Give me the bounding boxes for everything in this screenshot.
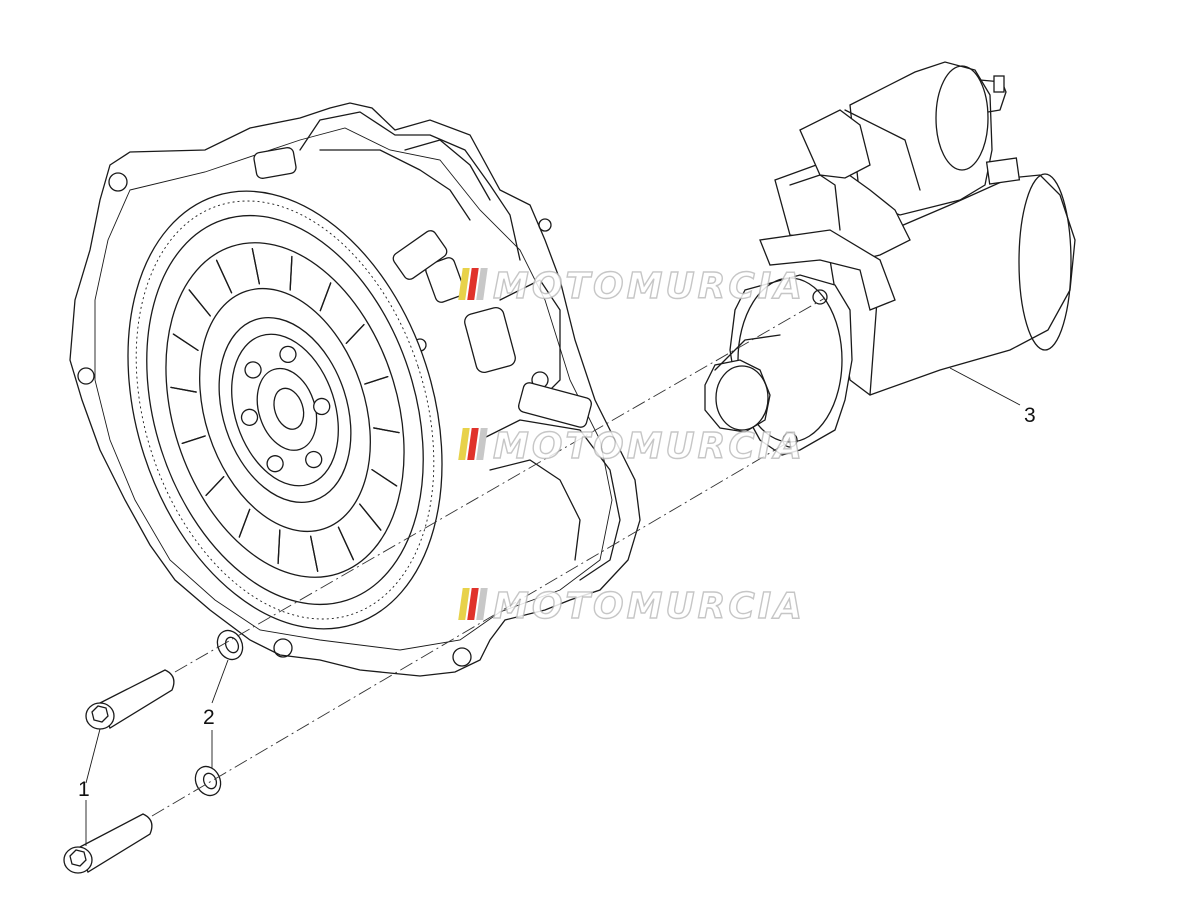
clutch-segment	[310, 535, 319, 572]
starter-motor	[704, 61, 1076, 456]
clutch-segment	[205, 476, 225, 497]
callout-1: 1	[78, 778, 90, 801]
watermark-text: MOTOMURCIA	[493, 586, 805, 627]
bolt-upper	[85, 669, 175, 730]
callout-3: 3	[1024, 404, 1036, 427]
clutch-segment	[337, 526, 355, 561]
clutch-segment	[188, 289, 211, 317]
washer-upper	[216, 629, 244, 661]
clutch-segment	[238, 508, 251, 538]
watermark-stripe	[458, 428, 470, 460]
assembly-centerlines	[151, 297, 826, 817]
clutch-segment	[289, 255, 293, 291]
clutch-segment	[359, 503, 382, 531]
watermark-stripe	[476, 588, 488, 620]
watermark-stripe	[467, 428, 479, 460]
watermark-stripe	[476, 428, 488, 460]
clutch-segment	[373, 427, 400, 434]
watermark-stripe	[476, 268, 488, 300]
watermark-text: MOTOMURCIA	[493, 266, 805, 307]
callout-2: 2	[203, 706, 215, 729]
watermark-top: MOTOMURCIA	[458, 265, 805, 308]
clutch-segment	[181, 435, 206, 445]
clutch-segment	[277, 529, 281, 565]
watermark-stripe	[467, 588, 479, 620]
watermark-bottom: MOTOMURCIA	[458, 585, 805, 628]
clutch-segment	[371, 468, 398, 487]
clutch-segment	[319, 282, 332, 312]
watermark-stripe	[458, 588, 470, 620]
watermark-text: MOTOMURCIA	[493, 426, 805, 467]
clutch-segment	[345, 323, 365, 344]
clutch-segment	[172, 333, 199, 352]
watermark-stripe	[458, 268, 470, 300]
clutch-segment	[170, 386, 197, 393]
watermark-middle: MOTOMURCIA	[458, 425, 805, 468]
leader-lines	[85, 367, 1021, 846]
flywheel	[127, 190, 443, 630]
clutch-segment	[364, 375, 389, 385]
clutch-segment	[215, 259, 233, 294]
watermark-stripe	[467, 268, 479, 300]
washer-lower	[194, 765, 222, 797]
bolt-lower	[63, 813, 153, 874]
clutch-segment	[251, 248, 260, 285]
